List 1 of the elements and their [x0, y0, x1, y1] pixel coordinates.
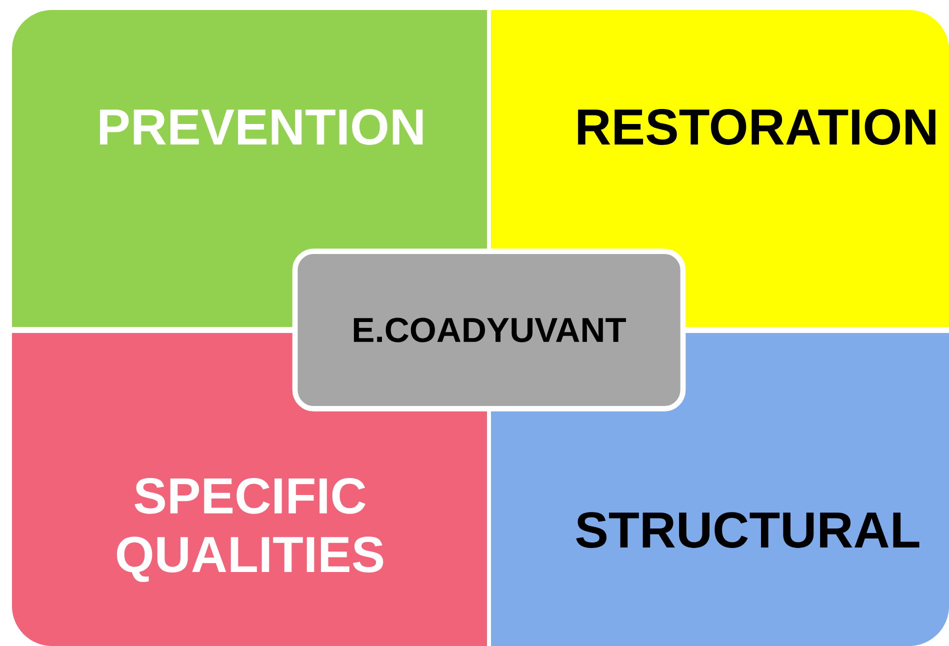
center-box: E.COADYUVANT [292, 248, 686, 412]
